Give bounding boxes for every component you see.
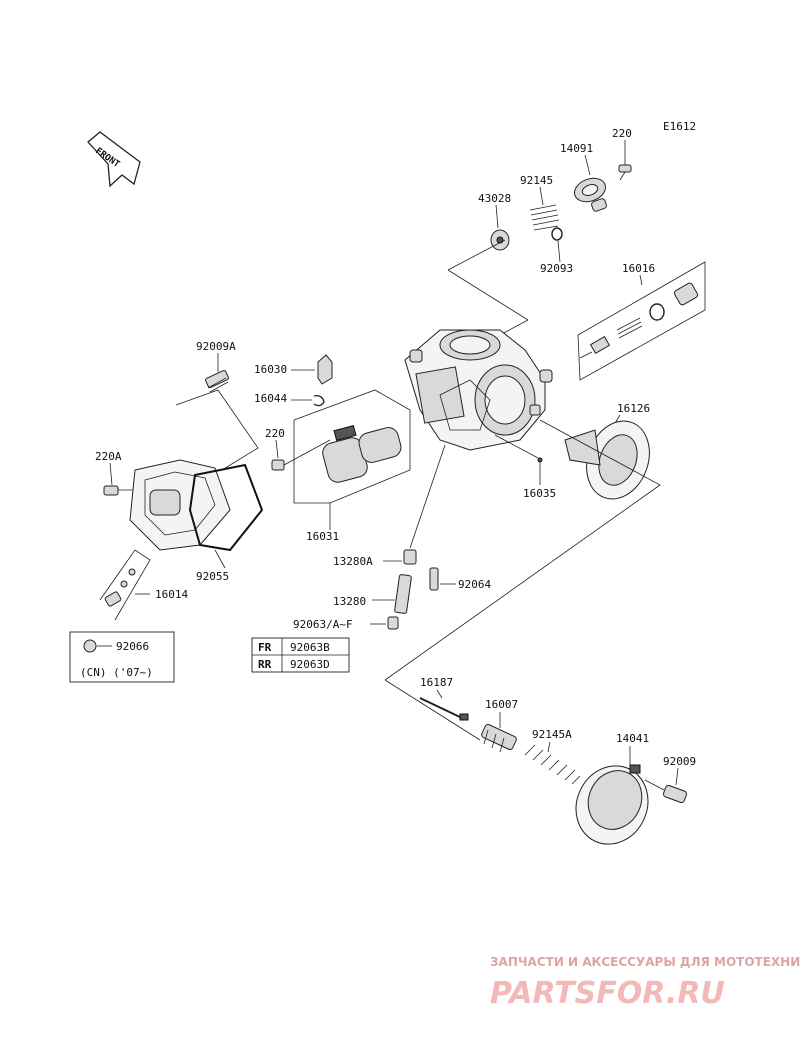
watermark-brand: PARTSFOR.RU	[490, 976, 725, 1011]
spring-92145	[529, 204, 560, 231]
spring-92145A	[524, 744, 581, 785]
cover-14041	[575, 764, 649, 845]
screw-220-top	[618, 164, 632, 181]
needle-16187	[419, 697, 469, 721]
variant-table: FR 92063B RR 92063D	[251, 637, 350, 673]
cover-14091	[574, 177, 607, 212]
label-92145: 92145	[520, 174, 553, 187]
label-14091: 14091	[560, 142, 593, 155]
label-92145A: 92145A	[532, 728, 572, 741]
label-16035: 16035	[523, 487, 556, 500]
screw-220-mid	[271, 439, 331, 471]
diagram-code: E1612	[663, 120, 696, 133]
oring-92093	[551, 227, 563, 241]
label-92064: 92064	[458, 578, 491, 591]
table-row-rr-part: 92063D	[290, 658, 330, 671]
label-16187: 16187	[420, 676, 453, 689]
label-16007: 16007	[485, 698, 518, 711]
screw-92009	[662, 784, 688, 804]
front-arrow-icon: FRONT	[87, 131, 141, 188]
label-92009: 92009	[663, 755, 696, 768]
label-13280: 13280	[333, 595, 366, 608]
needle-valve-16030	[317, 354, 333, 385]
jet-13280	[394, 574, 412, 614]
label-92063AF: 92063/A~F	[293, 618, 353, 631]
label-16030: 16030	[254, 363, 287, 376]
jet-92064	[429, 567, 439, 591]
float-bowl	[129, 459, 231, 551]
label-220A: 220A	[95, 450, 122, 463]
diaphragm-16126	[564, 420, 650, 500]
clip-16044	[313, 394, 325, 407]
drain-screw-16014	[104, 568, 136, 607]
label-16014: 16014	[155, 588, 188, 601]
label-220-mid: 220	[265, 427, 285, 440]
label-92066: 92066	[116, 640, 149, 653]
label-16044: 16044	[254, 392, 287, 405]
carburetor-body	[404, 329, 553, 451]
label-16031: 16031	[306, 530, 339, 543]
screw-220A	[103, 485, 140, 496]
watermark-tagline: ЗАПЧАСТИ И АКСЕССУАРЫ ДЛЯ МОТОТЕХНИКИ	[490, 955, 800, 969]
label-16126: 16126	[617, 402, 650, 415]
gasket-92055	[188, 463, 264, 552]
piston-16007	[481, 723, 517, 753]
label-13280A: 13280A	[333, 555, 373, 568]
label-220-top: 220	[612, 127, 632, 140]
cn-note: (CN) ('07~)	[80, 666, 153, 679]
float-16031	[322, 424, 402, 483]
table-row-rr-pos: RR	[258, 658, 272, 671]
choke-plunger-16016	[579, 282, 699, 359]
label-14041: 14041	[616, 732, 649, 745]
table-row-fr-pos: FR	[258, 641, 272, 654]
label-92009A: 92009A	[196, 340, 236, 353]
label-92055: 92055	[196, 570, 229, 583]
washer-43028	[490, 229, 510, 251]
jet-13280A	[403, 549, 417, 565]
jet-92063	[387, 616, 399, 630]
screw-92009A	[205, 369, 229, 393]
cn-note-box: 92066 (CN) ('07~)	[69, 631, 175, 683]
label-16016: 16016	[622, 262, 655, 275]
table-row-fr-part: 92063B	[290, 641, 330, 654]
label-43028: 43028	[478, 192, 511, 205]
label-92093: 92093	[540, 262, 573, 275]
